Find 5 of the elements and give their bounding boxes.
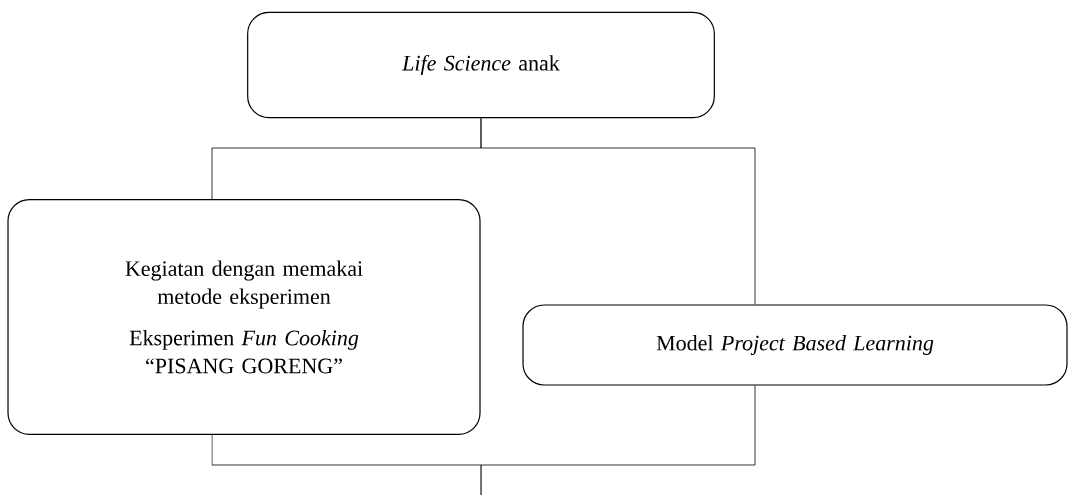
process-box: Kegiatan dengan memakai metode eksperimen Eksperimen Fun Cooking “PISANG GORENG” (7, 199, 481, 435)
process-box: Life Science anak (247, 11, 715, 119)
connector-line (480, 117, 756, 305)
connector-line (480, 385, 756, 495)
process-box: Model Project Based Learning (522, 304, 1068, 386)
